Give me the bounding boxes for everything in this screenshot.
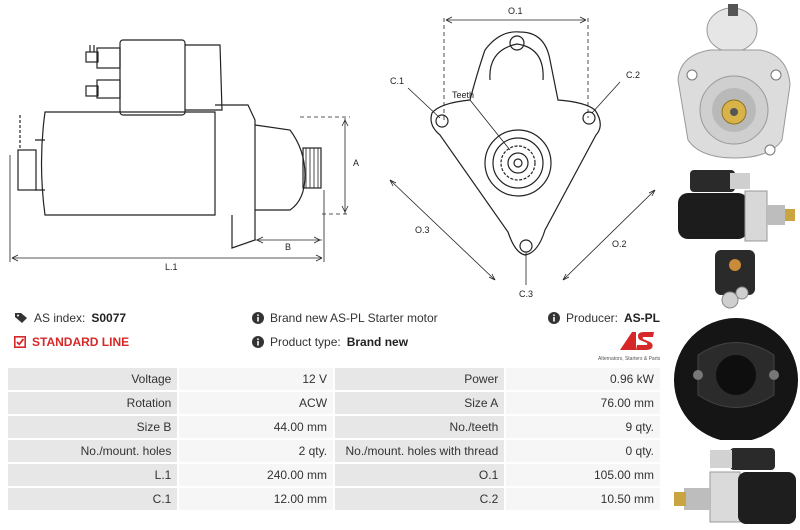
product-photo-side-bottom [674,448,796,524]
description-text: Brand new AS-PL Starter motor [270,311,438,325]
side-view [17,39,322,249]
spec-label: No./mount. holes [8,440,178,462]
spec-gap [177,392,180,414]
dim-label-a: A [353,158,359,168]
spec-gap [504,488,507,510]
spec-gap [333,392,335,414]
product-type-value: Brand new [346,335,409,349]
dim-label-o3: O.3 [415,225,430,235]
spec-value: 105.00 mm [506,464,660,486]
product-photo-front [677,4,791,159]
dim-label-c2: C.2 [626,70,640,80]
standard-line-text: STANDARD LINE [32,335,130,349]
spec-value: 76.00 mm [506,392,660,414]
info-row-2: STANDARD LINE Product type: Brand new [14,335,660,357]
spec-value: 0 qty. [506,440,660,462]
spec-value: 0.96 kW [506,368,660,390]
producer: Producer: AS-PL [547,311,660,325]
spec-gap [504,392,507,414]
dim-label-c1: C.1 [390,76,404,86]
spec-label: Size B [8,416,178,438]
spec-value: 240.00 mm [179,464,334,486]
front-dimension-lines [389,16,656,285]
description: Brand new AS-PL Starter motor [252,311,438,325]
spec-value: 10.50 mm [506,488,660,510]
spec-gap [333,368,335,390]
checkbox-icon [14,336,26,348]
dim-label-l1: L.1 [165,262,178,272]
spec-label: C.1 [8,488,178,510]
dim-label-b: B [285,242,291,252]
as-index-value: S0077 [91,311,127,325]
spec-gap [333,464,335,486]
product-type-label: Product type: [270,335,341,349]
tag-icon [15,313,27,323]
spec-gap [177,368,180,390]
as-logo: Alternators, Starters & Parts [598,330,661,362]
info-row-1: AS index: S0077 Brand new AS-PL Starter … [14,311,660,333]
spec-value: 12.00 mm [179,488,334,510]
dim-label-o2: O.2 [612,239,627,249]
info-icon [547,312,560,324]
spec-gap [177,488,180,510]
spec-gap [333,488,335,510]
spec-label: O.1 [334,464,505,486]
product-type: Product type: Brand new [252,335,408,349]
producer-label: Producer: [565,311,618,325]
spec-label: Voltage [8,368,178,390]
spec-value: 9 qty. [506,416,660,438]
spec-label: Power [334,368,505,390]
spec-gap [504,440,507,462]
spec-gap [177,416,180,438]
spec-gap [333,416,335,438]
dim-label-teeth: Teeth [452,90,474,100]
dim-label-o1: O.1 [508,6,523,16]
spec-value: ACW [179,392,334,414]
as-logo-mark-icon [620,332,654,350]
spec-gap [333,440,335,462]
spec-gap [504,368,507,390]
spec-value: 44.00 mm [179,416,334,438]
spec-label: Size A [334,392,505,414]
spec-gap [504,416,507,438]
spec-gap [177,440,180,462]
producer-value: AS-PL [624,311,660,325]
front-view [430,31,601,256]
info-icon [252,336,264,348]
spec-label: L.1 [8,464,178,486]
spec-gap [504,464,507,486]
info-icon [252,312,264,324]
as-index-label: AS index: [34,311,86,325]
standard-line: STANDARD LINE [14,335,129,349]
spec-label: Rotation [8,392,178,414]
spec-value: 2 qty. [179,440,334,462]
technical-drawing: L.1 B A O.1 C.1 C.2 Teeth O.3 O.2 C.3 [9,6,656,299]
as-logo-subtitle: Alternators, Starters & Parts [598,356,661,362]
spec-label: No./teeth [334,416,505,438]
dimension-lines [9,116,350,262]
as-index: AS index: S0077 [14,311,126,325]
product-photo-rear [674,250,798,440]
spec-label: C.2 [334,488,505,510]
dim-label-c3: C.3 [519,289,533,299]
spec-value: 12 V [179,368,334,390]
product-photo-side-top [678,170,795,242]
spec-gap [177,464,180,486]
spec-label: No./mount. holes with thread [334,440,505,462]
